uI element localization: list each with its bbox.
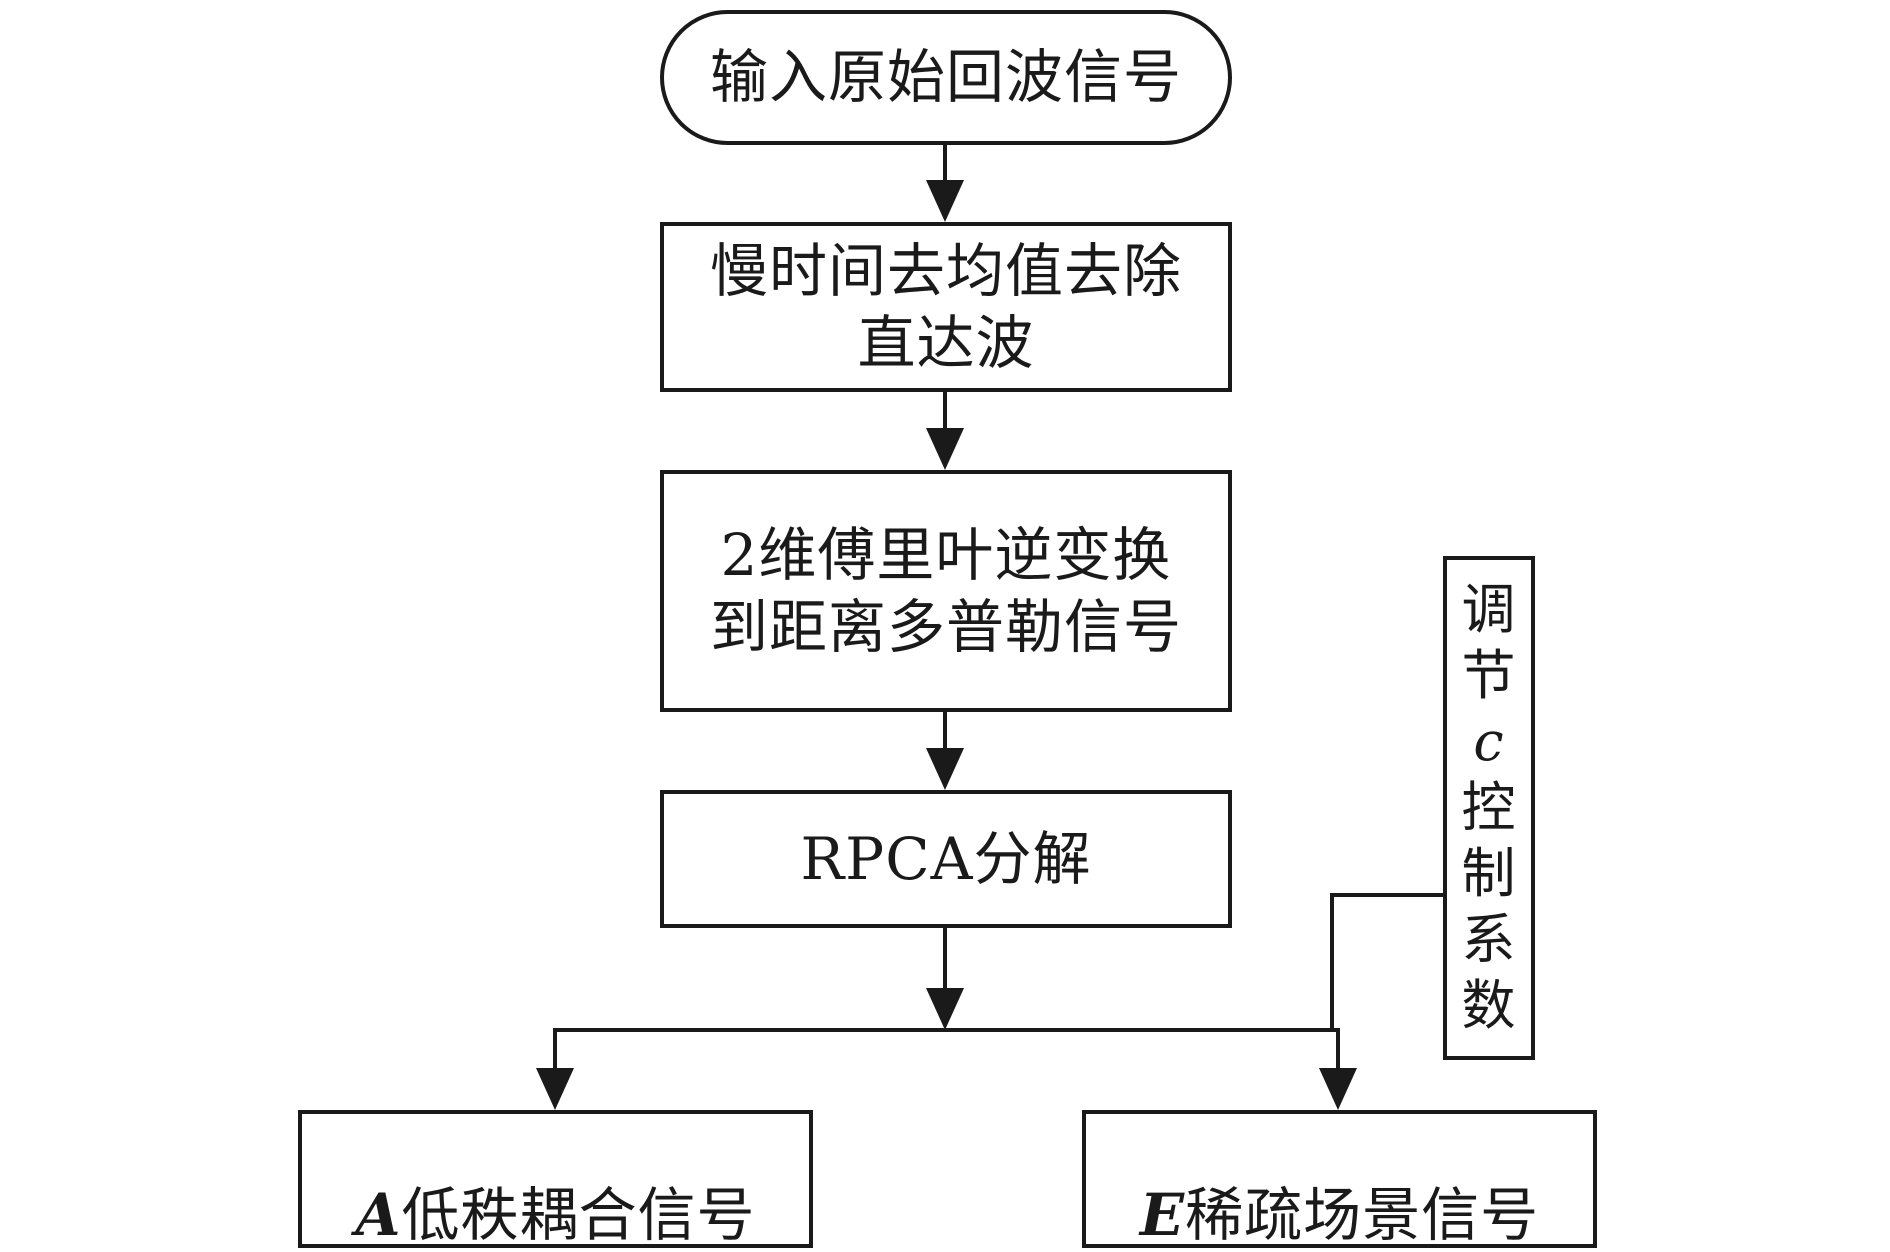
out-a-text: A低秩耦合信号 xyxy=(355,1107,755,1252)
control-parameter-box: 调 节 c 控 制 系 数 xyxy=(1443,556,1535,1060)
output-sparse: E稀疏场景信号 xyxy=(1082,1110,1597,1249)
control-char-5: 系 xyxy=(1461,907,1517,971)
out-e-var: E xyxy=(1139,1181,1186,1249)
control-char-3: 控 xyxy=(1461,776,1517,840)
out-e-text: E稀疏场景信号 xyxy=(1140,1107,1539,1252)
start-terminal: 输入原始回波信号 xyxy=(660,10,1232,145)
control-char-2: 节 xyxy=(1461,644,1517,708)
arrow-step2-to-step3 xyxy=(926,712,964,790)
out-e-label: 稀疏场景信号 xyxy=(1185,1181,1540,1249)
step2-label: 2维傅里叶逆变换 到距离多普勒信号 xyxy=(709,520,1182,662)
step1-label: 慢时间去均值去除 直达波 xyxy=(709,236,1182,378)
out-a-var: A xyxy=(355,1181,402,1249)
step-remove-direct-wave: 慢时间去均值去除 直达波 xyxy=(660,222,1232,392)
control-char-4: 制 xyxy=(1461,841,1517,905)
step-rpca: RPCA分解 xyxy=(660,790,1232,928)
arrow-step3-to-split xyxy=(926,928,964,1030)
arrow-step1-to-step2 xyxy=(926,392,964,470)
control-var: c xyxy=(1473,710,1505,774)
arrow-split-to-out-a xyxy=(536,1030,574,1110)
arrow-start-to-step1 xyxy=(926,145,964,222)
step-inverse-fourier: 2维傅里叶逆变换 到距离多普勒信号 xyxy=(660,470,1232,712)
output-low-rank: A低秩耦合信号 xyxy=(298,1110,813,1249)
start-label: 输入原始回波信号 xyxy=(709,43,1182,112)
out-a-label: 低秩耦合信号 xyxy=(401,1181,756,1249)
control-connector xyxy=(1330,893,1443,1030)
control-char-6: 数 xyxy=(1461,973,1517,1037)
step3-label: RPCA分解 xyxy=(800,824,1092,893)
arrow-split-to-out-e xyxy=(1319,1030,1357,1110)
control-char-1: 调 xyxy=(1461,578,1517,642)
